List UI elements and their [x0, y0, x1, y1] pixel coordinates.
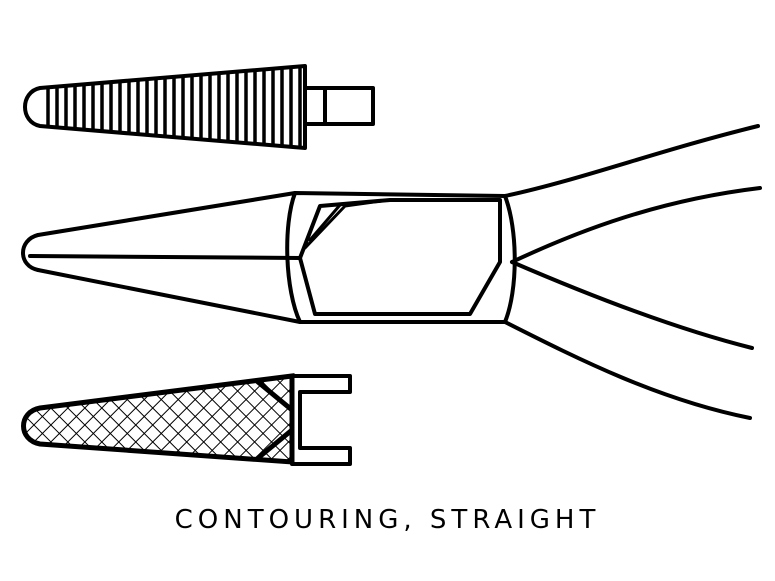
grooved-jaw-tip	[23, 64, 375, 150]
figure-caption: CONTOURING, STRAIGHT	[174, 505, 601, 535]
pliers-body	[21, 124, 762, 420]
crosshatched-jaw-tip	[21, 373, 352, 466]
